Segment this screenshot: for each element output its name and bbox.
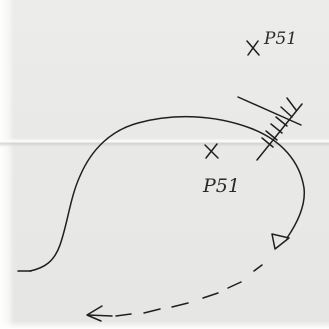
path-arrow-icon bbox=[272, 234, 289, 249]
hatched-marker-icon bbox=[238, 97, 302, 160]
cross-marker-icon-top bbox=[247, 41, 259, 55]
point-label-top: P51 bbox=[263, 29, 297, 49]
cross-marker-icon-middle bbox=[205, 144, 218, 158]
point-label-middle: P51 bbox=[202, 175, 240, 197]
return-arrow-shaft bbox=[88, 315, 112, 316]
return-arrow-icon bbox=[87, 306, 102, 321]
dashed-return-path bbox=[116, 265, 262, 316]
